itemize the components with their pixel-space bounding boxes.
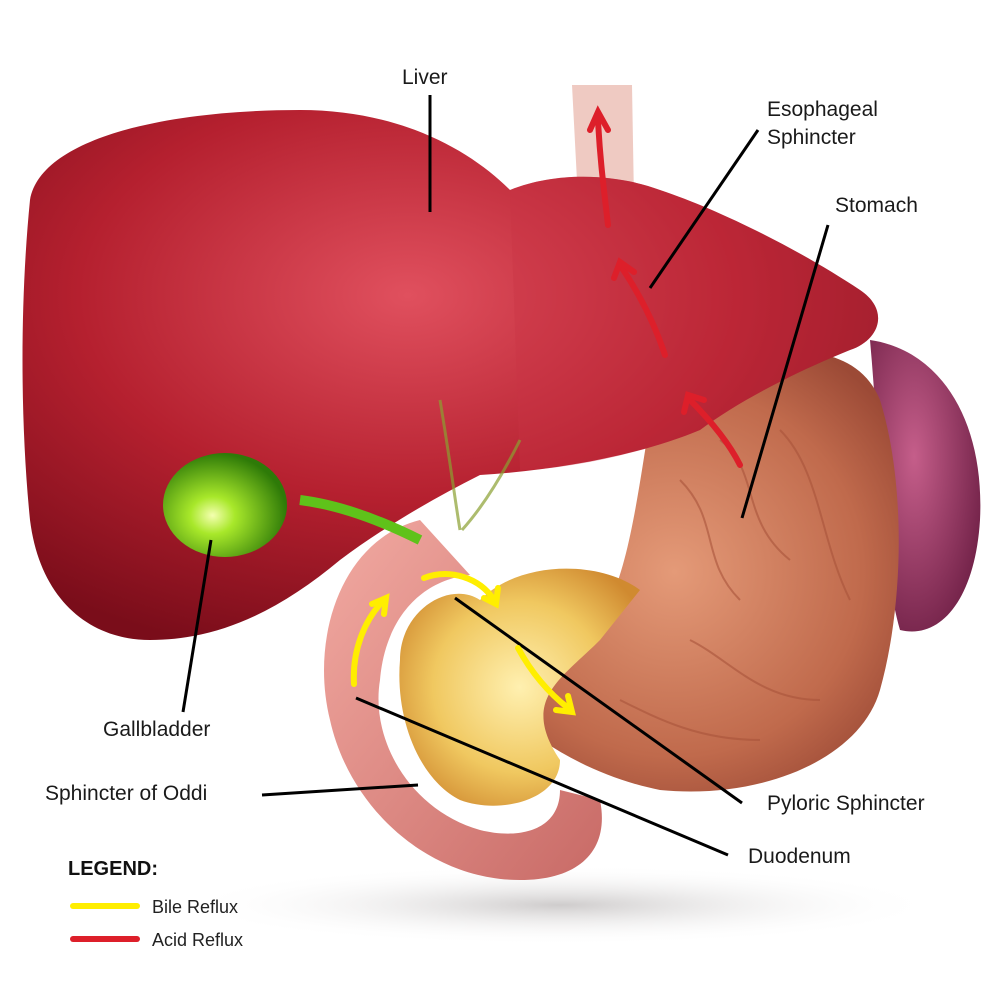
leader-pyloric	[454, 596, 743, 805]
leader-duodenum	[355, 696, 729, 857]
label-stomach: Stomach	[835, 194, 918, 217]
stomach-rugae	[619, 429, 851, 741]
leader-lines	[181, 95, 830, 857]
legend-swatch-acid	[70, 936, 140, 942]
gallbladder-shape	[163, 453, 287, 557]
leader-stomach	[740, 224, 830, 519]
label-pyloric-sphincter: Pyloric Sphincter	[767, 792, 925, 815]
legend-swatch-bile	[70, 903, 140, 909]
stomach-shape	[450, 352, 899, 792]
label-esophageal-sphincter: Esophageal Sphincter	[767, 98, 878, 149]
legend-title: LEGEND:	[68, 858, 158, 880]
label-sphincter-of-oddi: Sphincter of Oddi	[45, 782, 208, 805]
duodenum-shape	[324, 520, 602, 880]
leader-esophageal	[648, 129, 760, 289]
bile-reflux-arrows	[350, 571, 576, 716]
label-liver: Liver	[402, 66, 448, 89]
legend-item-acid: Acid Reflux	[152, 930, 244, 950]
label-gallbladder: Gallbladder	[103, 718, 211, 741]
label-duodenum: Duodenum	[748, 845, 851, 868]
bile-duct	[299, 495, 423, 545]
leader-oddi	[261, 783, 419, 797]
legend-item-bile: Bile Reflux	[152, 897, 239, 917]
leader-gallbladder	[181, 539, 213, 713]
ground-shadow	[180, 865, 940, 945]
acid-reflux-arrows	[587, 105, 743, 468]
hepatic-duct	[438, 399, 522, 532]
pancreas-shape	[399, 568, 640, 806]
liver-lobe-overlay	[510, 176, 879, 470]
